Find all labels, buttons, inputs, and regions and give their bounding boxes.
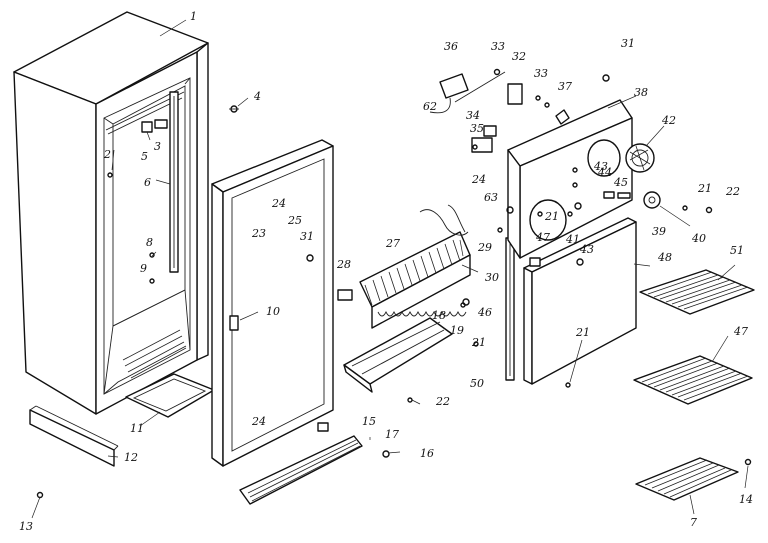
callout-c31b: 31 xyxy=(621,37,635,50)
callout-c47b: 47 xyxy=(733,325,748,338)
fan-shroud xyxy=(507,99,633,259)
callout-c62: 62 xyxy=(423,100,437,113)
callout-c18: 18 xyxy=(432,309,446,322)
callout-c8: 8 xyxy=(146,236,153,249)
callout-c46: 46 xyxy=(477,306,492,319)
callout-c36: 36 xyxy=(444,40,458,53)
callout-c7: 7 xyxy=(690,516,697,529)
callout-c23: 23 xyxy=(251,227,266,240)
evaporator-cover xyxy=(523,217,637,388)
callout-c24c: 24 xyxy=(471,173,486,186)
callout-c3: 3 xyxy=(154,140,161,153)
callout-c44: 44 xyxy=(597,166,612,179)
callout-c63: 63 xyxy=(484,191,498,204)
drain-tube xyxy=(505,237,515,381)
door-panel xyxy=(211,139,334,467)
callout-c48: 48 xyxy=(657,251,672,264)
callout-c21b: 21 xyxy=(697,182,712,195)
callout-c28: 28 xyxy=(336,258,351,271)
callout-c22b: 22 xyxy=(435,395,450,408)
callout-c45: 45 xyxy=(613,176,628,189)
drain-trough xyxy=(343,302,479,403)
callout-c38: 38 xyxy=(634,86,648,99)
trim-strip xyxy=(29,405,119,499)
callout-c43b: 43 xyxy=(579,243,594,256)
callout-c27: 27 xyxy=(385,237,400,250)
callout-c30: 30 xyxy=(485,271,499,284)
callout-c35: 35 xyxy=(470,122,484,135)
callout-c33b: 33 xyxy=(534,67,548,80)
callout-labels: 1234568910111213141516171819212121212222… xyxy=(19,10,753,533)
fan-blade xyxy=(625,143,655,173)
wire-shelf-lower xyxy=(633,355,753,405)
leader-lines xyxy=(31,19,749,519)
callout-c21c: 21 xyxy=(544,210,559,223)
callout-c25: 25 xyxy=(287,214,302,227)
callout-c21d: 21 xyxy=(575,326,590,339)
evaporator-coil xyxy=(337,204,471,329)
callout-c29: 29 xyxy=(477,241,492,254)
callout-c43a: 43 xyxy=(593,160,608,173)
callout-c12: 12 xyxy=(124,451,138,464)
small-parts-group xyxy=(462,191,713,306)
callout-c24a: 24 xyxy=(271,197,286,210)
callout-c14: 14 xyxy=(739,493,753,506)
crisper-shelf xyxy=(635,457,752,501)
callout-c9: 9 xyxy=(140,262,147,275)
callout-c34: 34 xyxy=(466,109,480,122)
callout-c24b: 24 xyxy=(251,415,266,428)
callout-c16: 16 xyxy=(420,447,434,460)
callout-c37: 37 xyxy=(558,80,572,93)
callout-c31a: 31 xyxy=(300,230,314,243)
callout-c33a: 33 xyxy=(491,40,505,53)
kick-plate xyxy=(239,422,390,505)
callout-c19: 19 xyxy=(450,324,464,337)
callout-c22a: 22 xyxy=(725,185,740,198)
control-assembly xyxy=(429,68,610,153)
rail-channel xyxy=(169,91,179,273)
callout-c15: 15 xyxy=(362,415,376,428)
callout-c11: 11 xyxy=(130,422,144,435)
callout-c42: 42 xyxy=(661,114,676,127)
callout-c13: 13 xyxy=(19,520,33,533)
callout-c4: 4 xyxy=(253,90,261,103)
callout-c41: 41 xyxy=(565,233,580,246)
callout-c2: 2 xyxy=(103,148,111,161)
callout-c32: 32 xyxy=(512,50,526,63)
callout-c47a: 47 xyxy=(535,231,550,244)
callout-c21a: 21 xyxy=(471,336,486,349)
callout-c5: 5 xyxy=(141,150,148,163)
wire-shelf-upper xyxy=(639,269,755,315)
cabinet-shell xyxy=(13,11,209,415)
callout-c1: 1 xyxy=(190,10,197,23)
callout-c6: 6 xyxy=(144,176,151,189)
callout-c50: 50 xyxy=(470,377,484,390)
callout-c39: 39 xyxy=(652,225,666,238)
callout-c10: 10 xyxy=(266,305,280,318)
callout-c40: 40 xyxy=(691,232,706,245)
callout-c17: 17 xyxy=(385,428,399,441)
callout-c51: 51 xyxy=(730,244,744,257)
